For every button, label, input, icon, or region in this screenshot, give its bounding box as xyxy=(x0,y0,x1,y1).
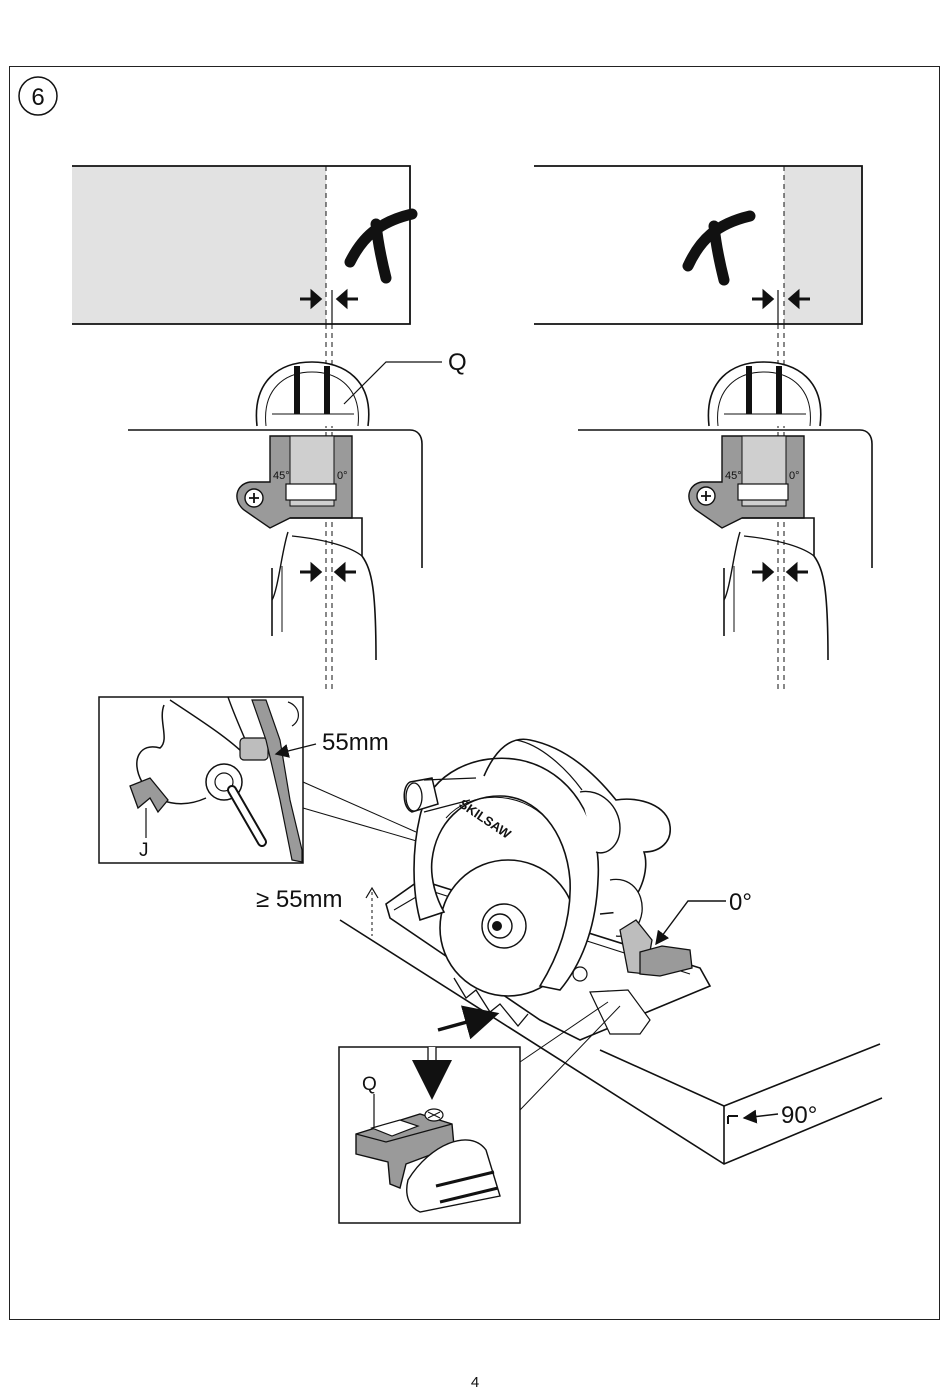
scale-left-45: 45° xyxy=(273,470,290,482)
depth-lever-inset: J 55mm xyxy=(99,697,420,863)
page-number: 4 xyxy=(0,1374,950,1391)
guide-adjust-inset: Q xyxy=(339,1047,520,1223)
wrong-cut-mark-right-icon xyxy=(688,216,750,280)
callout-j: J xyxy=(139,840,149,861)
callout-depth-min: ≥ 55mm xyxy=(256,886,343,913)
callout-q-top: Q xyxy=(448,349,467,376)
left-alignment-view: 45° 0° Q xyxy=(72,166,467,690)
wrong-cut-mark-icon xyxy=(350,214,412,278)
kerf-arrow-left-icon xyxy=(338,292,358,306)
callout-angle-zero: 0° xyxy=(729,889,752,916)
callout-angle-ninety: 90° xyxy=(781,1102,817,1129)
callout-q-inset: Q xyxy=(362,1074,377,1095)
callout-depth-inset: 55mm xyxy=(322,729,389,756)
figure-number-badge: 6 xyxy=(19,77,57,115)
left-workpiece-waste xyxy=(72,166,326,324)
scale-right-0: 0° xyxy=(789,470,800,482)
right-alignment-view: 45° 0° xyxy=(534,166,872,690)
figure-number: 6 xyxy=(31,84,44,111)
scale-left-0: 0° xyxy=(337,470,348,482)
scale-right-45: 45° xyxy=(725,470,742,482)
brand-label: SKILSAW xyxy=(456,796,514,842)
